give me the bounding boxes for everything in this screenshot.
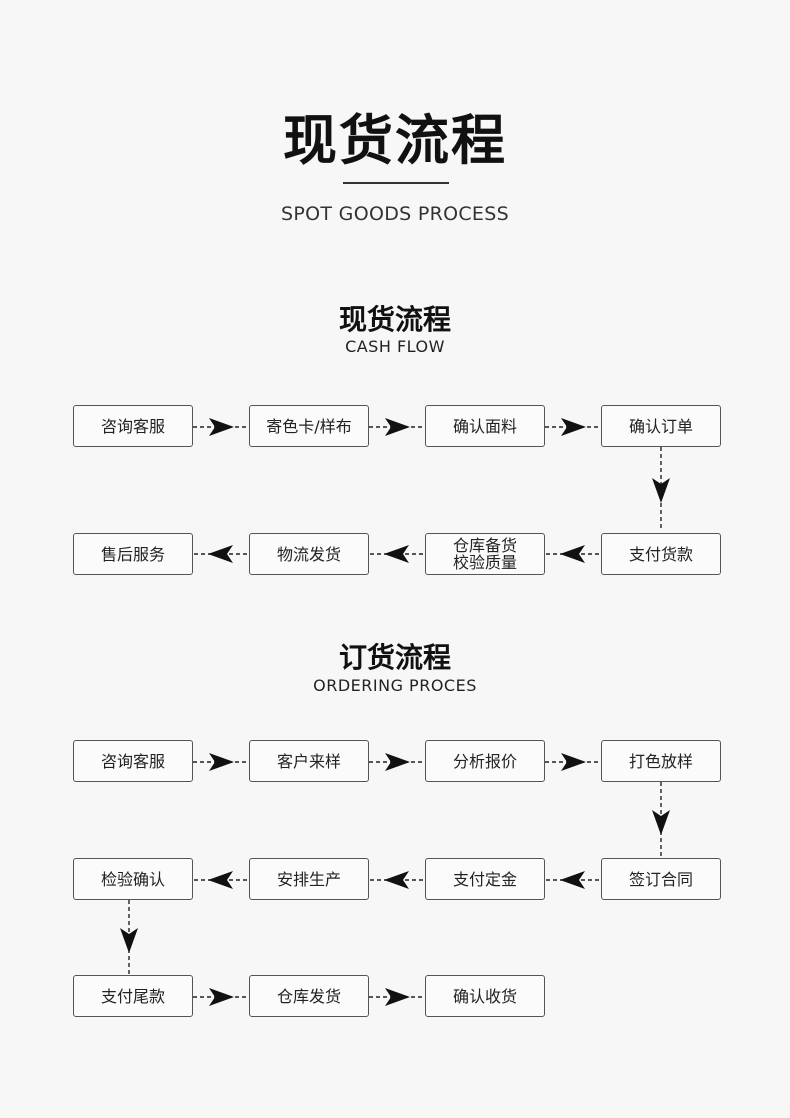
step-label: 仓库备货 bbox=[452, 536, 517, 555]
step-label: 支付尾款 bbox=[100, 986, 165, 1006]
title-divider bbox=[343, 182, 449, 184]
step-label: 确认面料 bbox=[452, 416, 517, 436]
order-step-inspection: 检验确认 bbox=[73, 858, 193, 900]
order-step-sample: 客户来样 bbox=[249, 740, 369, 782]
ordering-subtitle: ORDERING PROCES bbox=[313, 676, 477, 695]
step-label: 打色放样 bbox=[628, 751, 693, 771]
arrow-right-icon bbox=[544, 417, 601, 437]
step-label: 确认收货 bbox=[452, 986, 517, 1006]
arrow-down-icon bbox=[652, 782, 670, 858]
step-label: 校验质量 bbox=[452, 553, 517, 572]
step-label: 安排生产 bbox=[276, 869, 341, 889]
order-step-consult: 咨询客服 bbox=[73, 740, 193, 782]
page-subtitle: SPOT GOODS PROCESS bbox=[281, 203, 509, 225]
step-label: 确认订单 bbox=[628, 416, 693, 436]
arrow-right-icon bbox=[368, 752, 425, 772]
arrow-right-icon bbox=[368, 417, 425, 437]
arrow-left-icon bbox=[545, 544, 602, 564]
order-step-receive: 确认收货 bbox=[425, 975, 545, 1017]
arrow-left-icon bbox=[545, 870, 602, 890]
step-label: 签订合同 bbox=[628, 869, 693, 889]
cash-step-stock-check: 仓库备货 校验质量 bbox=[425, 533, 545, 575]
cash-step-consult: 咨询客服 bbox=[73, 405, 193, 447]
order-step-dispatch: 仓库发货 bbox=[249, 975, 369, 1017]
order-step-contract: 签订合同 bbox=[601, 858, 721, 900]
cash-step-ship: 物流发货 bbox=[249, 533, 369, 575]
cash-step-after-sales: 售后服务 bbox=[73, 533, 193, 575]
step-label: 寄色卡/样布 bbox=[266, 416, 352, 436]
arrow-right-icon bbox=[368, 987, 425, 1007]
arrow-right-icon bbox=[192, 752, 249, 772]
arrow-left-icon bbox=[369, 544, 426, 564]
step-label: 分析报价 bbox=[452, 751, 517, 771]
arrow-down-icon bbox=[120, 900, 138, 975]
step-label: 支付货款 bbox=[628, 544, 693, 564]
step-label: 客户来样 bbox=[276, 751, 341, 771]
cash-step-send-swatch: 寄色卡/样布 bbox=[249, 405, 369, 447]
page-title: 现货流程 bbox=[283, 109, 507, 172]
cash-step-pay: 支付货款 bbox=[601, 533, 721, 575]
arrow-left-icon bbox=[369, 870, 426, 890]
order-step-balance: 支付尾款 bbox=[73, 975, 193, 1017]
cash-flow-title: 现货流程 bbox=[338, 303, 451, 336]
cash-flow-subtitle: CASH FLOW bbox=[345, 337, 445, 356]
arrow-right-icon bbox=[192, 987, 249, 1007]
step-label: 售后服务 bbox=[100, 544, 165, 564]
step-label: 咨询客服 bbox=[100, 416, 165, 436]
order-step-lab-dip: 打色放样 bbox=[601, 740, 721, 782]
arrow-right-icon bbox=[192, 417, 249, 437]
cash-step-confirm-fabric: 确认面料 bbox=[425, 405, 545, 447]
arrow-down-icon bbox=[651, 446, 671, 532]
arrow-right-icon bbox=[544, 752, 601, 772]
step-label: 检验确认 bbox=[100, 869, 165, 889]
ordering-title: 订货流程 bbox=[338, 641, 451, 674]
cash-step-confirm-order: 确认订单 bbox=[601, 405, 721, 447]
step-label: 支付定金 bbox=[452, 869, 517, 889]
step-label: 咨询客服 bbox=[100, 751, 165, 771]
step-label: 仓库发货 bbox=[276, 986, 341, 1006]
step-label: 物流发货 bbox=[276, 544, 341, 564]
order-step-quote: 分析报价 bbox=[425, 740, 545, 782]
arrow-left-icon bbox=[193, 870, 250, 890]
arrow-left-icon bbox=[193, 544, 250, 564]
order-step-deposit: 支付定金 bbox=[425, 858, 545, 900]
order-step-production: 安排生产 bbox=[249, 858, 369, 900]
